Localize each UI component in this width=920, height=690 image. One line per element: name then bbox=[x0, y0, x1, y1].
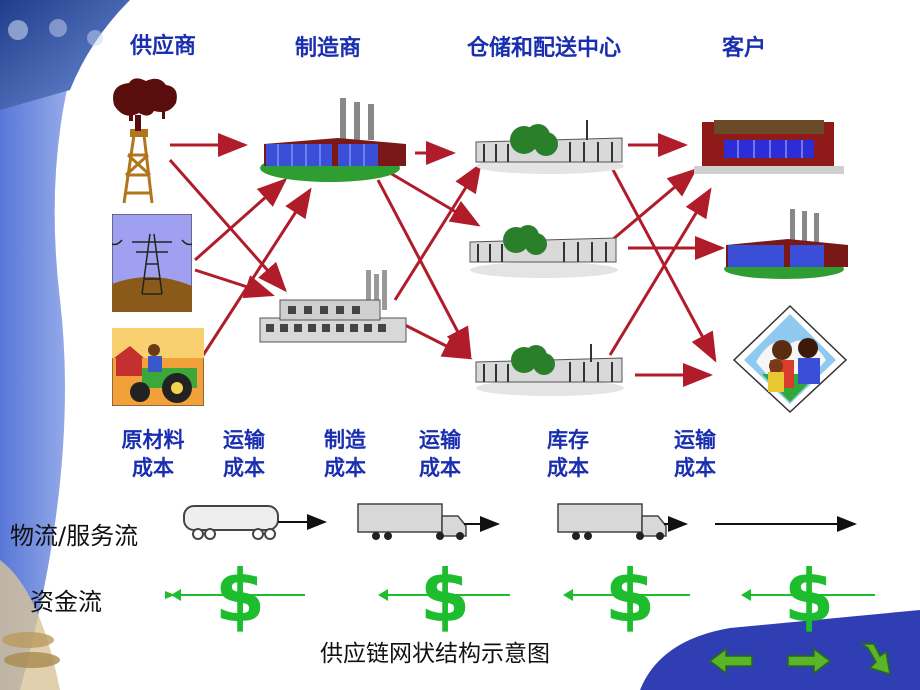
arrow-farm-to-factory1 bbox=[198, 187, 312, 361]
arrow-w2-to-c1 bbox=[611, 168, 698, 242]
arrow-f1-to-w2 bbox=[384, 168, 481, 227]
cost-label-transport-1: 运输 成本 bbox=[212, 426, 276, 482]
cost-label-line1: 运输 bbox=[419, 428, 461, 452]
dollar-icon-1: $ bbox=[215, 554, 266, 638]
cost-label-line1: 制造 bbox=[324, 428, 366, 452]
previous-slide-button[interactable] bbox=[708, 646, 754, 676]
row-label-capital: 资金流 bbox=[30, 588, 102, 616]
stage-label-manufacturer: 制造商 bbox=[295, 36, 362, 61]
arrow-f2-to-w3 bbox=[394, 318, 473, 360]
stage-label-customer: 客户 bbox=[722, 36, 767, 61]
arrow-f2-to-w1 bbox=[393, 162, 482, 301]
arrow-w3-to-c1 bbox=[608, 187, 712, 356]
cost-label-line2: 成本 bbox=[132, 456, 174, 480]
arrow-left-icon bbox=[708, 647, 753, 675]
cost-label-transport-3: 运输 成本 bbox=[663, 426, 727, 482]
sidebar-wave bbox=[0, 0, 95, 690]
arrow-power-to-factory2 bbox=[194, 268, 275, 299]
cost-label-line2: 成本 bbox=[223, 456, 265, 480]
factory-gray-icon bbox=[259, 270, 407, 343]
diagram-caption: 供应链网状结构示意图 bbox=[320, 641, 550, 667]
return-button[interactable] bbox=[856, 640, 896, 682]
cost-label-inventory: 库存 成本 bbox=[536, 426, 600, 482]
warehouse-2-icon bbox=[469, 225, 618, 278]
arrow-oil-to-factory2 bbox=[168, 159, 287, 293]
next-slide-button[interactable] bbox=[786, 646, 832, 676]
cost-label-raw-material: 原材料 成本 bbox=[112, 426, 194, 482]
cost-label-manufacturing: 制造 成本 bbox=[313, 426, 377, 482]
arrow-right-icon bbox=[787, 647, 832, 675]
oil-well-icon bbox=[113, 78, 177, 204]
row-label-logistics: 物流/服务流 bbox=[10, 522, 139, 550]
truck-1-icon bbox=[357, 503, 467, 540]
truck-2-icon bbox=[557, 503, 667, 540]
stage-label-warehouse: 仓储和配送中心 bbox=[467, 36, 622, 61]
factory-modern-icon bbox=[260, 98, 406, 182]
cost-label-line1: 运输 bbox=[674, 428, 716, 452]
warehouse-1-icon bbox=[475, 120, 624, 174]
cost-label-line2: 成本 bbox=[419, 456, 461, 480]
family-icon bbox=[732, 304, 848, 414]
dollar-icon-3: $ bbox=[605, 554, 656, 638]
cost-label-line1: 原材料 bbox=[121, 428, 185, 452]
farmer-tractor-icon bbox=[112, 328, 204, 406]
cost-label-line1: 库存 bbox=[547, 428, 589, 452]
dollar-icon-2: $ bbox=[420, 554, 471, 638]
arrow-f1-to-w3 bbox=[376, 179, 472, 358]
return-arrow-icon bbox=[859, 643, 891, 676]
cost-label-line2: 成本 bbox=[324, 456, 366, 480]
power-tower-icon bbox=[112, 214, 192, 312]
logistics-flow bbox=[183, 503, 857, 540]
bottom-right-panel bbox=[640, 610, 920, 690]
store-icon bbox=[694, 120, 844, 174]
cost-label-line2: 成本 bbox=[674, 456, 716, 480]
dollar-icon-4: $ bbox=[784, 554, 835, 638]
cost-label-line2: 成本 bbox=[547, 456, 589, 480]
business-photo bbox=[0, 0, 130, 110]
arrow-power-to-factory1 bbox=[194, 178, 288, 262]
capital-flow-arrows bbox=[165, 587, 875, 603]
cost-label-line1: 运输 bbox=[223, 428, 265, 452]
stage-label-supplier: 供应商 bbox=[130, 34, 197, 59]
warehouse-3-icon bbox=[475, 344, 624, 396]
cost-label-transport-2: 运输 成本 bbox=[408, 426, 472, 482]
factory-customer-icon bbox=[724, 209, 848, 279]
tanker-icon bbox=[183, 505, 279, 540]
